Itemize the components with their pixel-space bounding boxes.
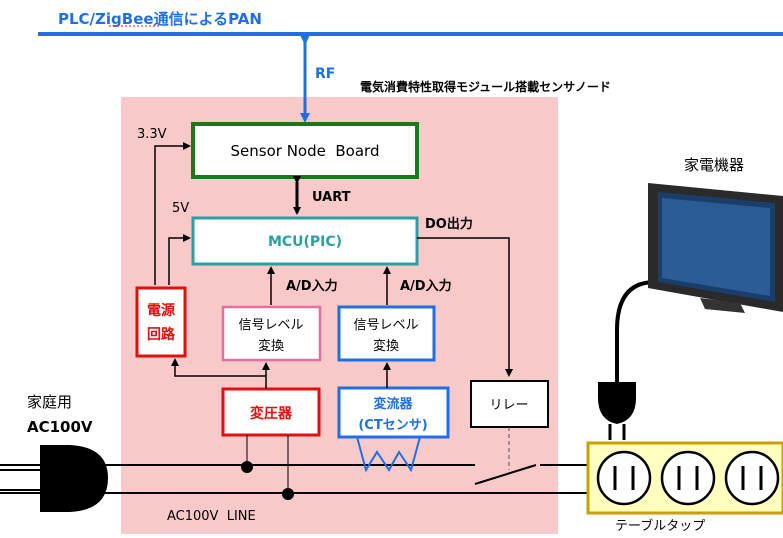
outlet-3 — [724, 450, 780, 506]
voltage-5-label: 5V — [172, 201, 189, 216]
appliance-cord — [615, 280, 683, 382]
signal-level-right-label-1: 信号レベル — [353, 318, 418, 333]
household-label: 家庭用 — [27, 393, 72, 411]
transformer-to-power-line — [171, 358, 267, 389]
mcu-block — [191, 216, 419, 266]
sensor-node-board-label: Sensor Node Board — [231, 142, 380, 160]
ct-coil — [356, 436, 421, 473]
uart-label: UART — [312, 190, 351, 205]
rf-label: RF — [315, 66, 335, 82]
do-output-label: DO出力 — [425, 216, 473, 232]
appliance-plug-icon — [598, 382, 636, 424]
appliance-label: 家電機器 — [684, 156, 744, 174]
ct-sensor-label-1: 変流器 — [373, 396, 413, 412]
do-output-line — [417, 237, 513, 377]
ad-left-label: A/D入力 — [286, 278, 338, 294]
signal-level-right-label-2: 変換 — [373, 338, 399, 354]
voltage-33-label: 3.3V — [137, 127, 167, 142]
power-5v-line — [168, 234, 191, 285]
pan-label: PLC/ZigBee通信によるPAN — [58, 10, 262, 28]
sensor-node-board — [191, 122, 419, 179]
mcu-label: MCU(PIC) — [268, 234, 342, 250]
junction-dot-1 — [241, 461, 253, 473]
wall-plug-icon — [40, 445, 108, 512]
signal-level-left-label-2: 変換 — [258, 338, 284, 354]
signal-level-left-label-1: 信号レベル — [238, 318, 303, 333]
ac-line-label: AC100V LINE — [167, 509, 256, 524]
power-circuit-label-1: 電源 — [147, 302, 175, 319]
transformer-block — [221, 387, 321, 437]
signal-level-right-block — [337, 305, 436, 362]
junction-dot-2 — [282, 488, 294, 500]
relay-label: リレー — [489, 398, 528, 413]
power-circuit-block — [135, 286, 187, 358]
ct-sensor-label-2: (CTセンサ) — [358, 418, 427, 433]
signal-level-left-block — [221, 305, 322, 362]
ac100v-label: AC100V — [27, 418, 93, 436]
power-circuit-label-2: 回路 — [147, 326, 176, 343]
transformer-label: 変圧器 — [250, 405, 293, 422]
tv-monitor-icon — [648, 183, 783, 313]
outlet-2 — [660, 450, 716, 506]
table-tap-label: テーブルタップ — [615, 518, 705, 534]
outlet-1 — [596, 450, 652, 506]
ad-right-label: A/D入力 — [400, 278, 452, 294]
power-33v-line — [154, 142, 191, 285]
sensor-node-title: 電気消費特性取得モジュール搭載センサノード — [360, 79, 611, 94]
relay-switch — [474, 464, 537, 485]
ct-sensor-block — [337, 386, 450, 439]
